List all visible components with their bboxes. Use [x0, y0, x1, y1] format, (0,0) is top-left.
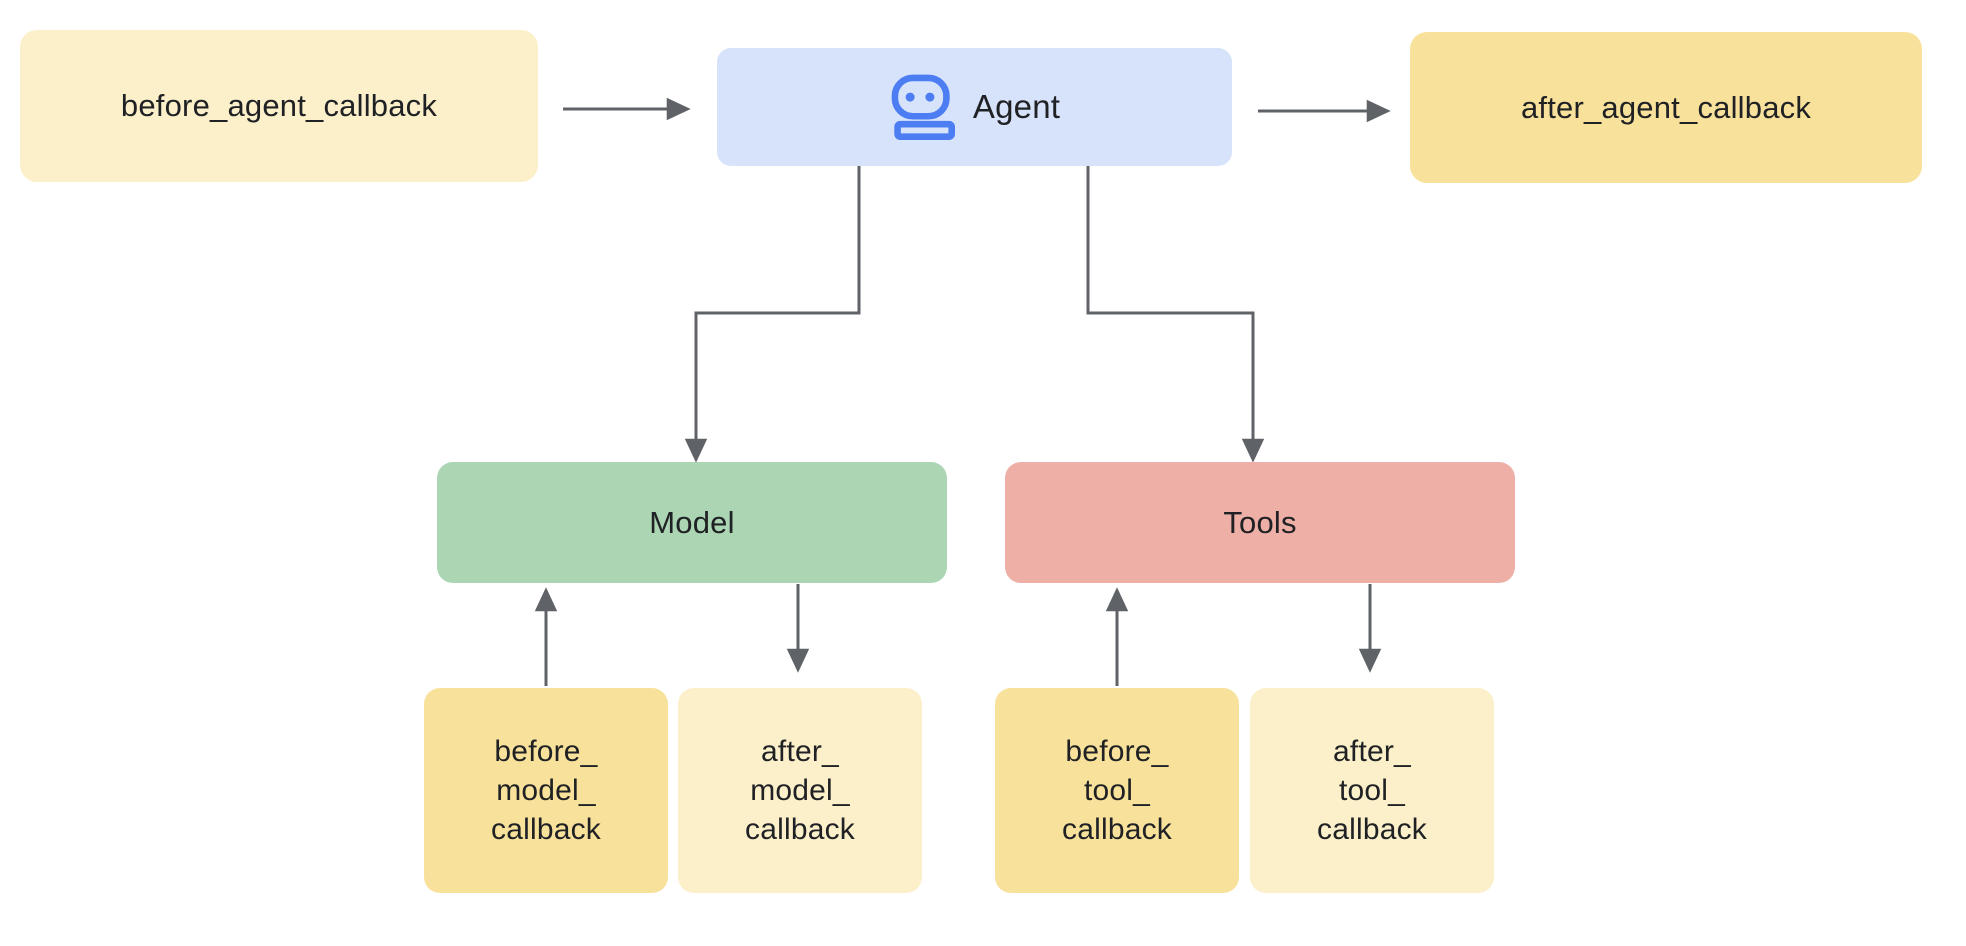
edge-agent-to-model [684, 166, 861, 463]
node-label-line: callback [745, 813, 855, 846]
robot-body [894, 120, 955, 140]
node-label-line: tool_ [1083, 774, 1151, 807]
node-label-line: after_ [1333, 735, 1411, 768]
node-before-agent-callback: before_agent_callback [20, 30, 538, 182]
robot-eye-left [905, 92, 915, 102]
node-model: Model [437, 462, 947, 583]
node-agent: Agent [717, 48, 1232, 166]
node-label-line: callback [1317, 813, 1427, 846]
node-label: after_agent_callback [1520, 89, 1812, 125]
node-label-line: callback [491, 813, 601, 846]
node-label: Model [649, 504, 735, 540]
node-label-line: model_ [750, 774, 850, 807]
robot-eye-right [925, 92, 935, 102]
node-before-tool-callback: before_ tool_ callback [995, 688, 1239, 893]
node-after-model-callback: after_ model_ callback [678, 688, 922, 893]
node-after-tool-callback: after_ tool_ callback [1250, 688, 1494, 893]
robot-icon [891, 74, 955, 140]
node-label-line: before_ [494, 735, 598, 768]
node-label: Agent [972, 88, 1061, 125]
node-after-agent-callback: after_agent_callback [1410, 32, 1922, 183]
node-label-line: callback [1062, 813, 1172, 846]
node-label-line: before_ [1065, 735, 1169, 768]
node-tools: Tools [1005, 462, 1515, 583]
node-label: before_agent_callback [120, 88, 438, 123]
robot-head [891, 74, 950, 120]
node-label-line: tool_ [1338, 774, 1406, 807]
node-label-line: after_ [761, 735, 839, 768]
node-label: Tools [1223, 504, 1297, 540]
node-label-line: model_ [496, 774, 596, 807]
edge-agent-to-tools [1086, 166, 1265, 463]
node-before-model-callback: before_ model_ callback [424, 688, 668, 893]
